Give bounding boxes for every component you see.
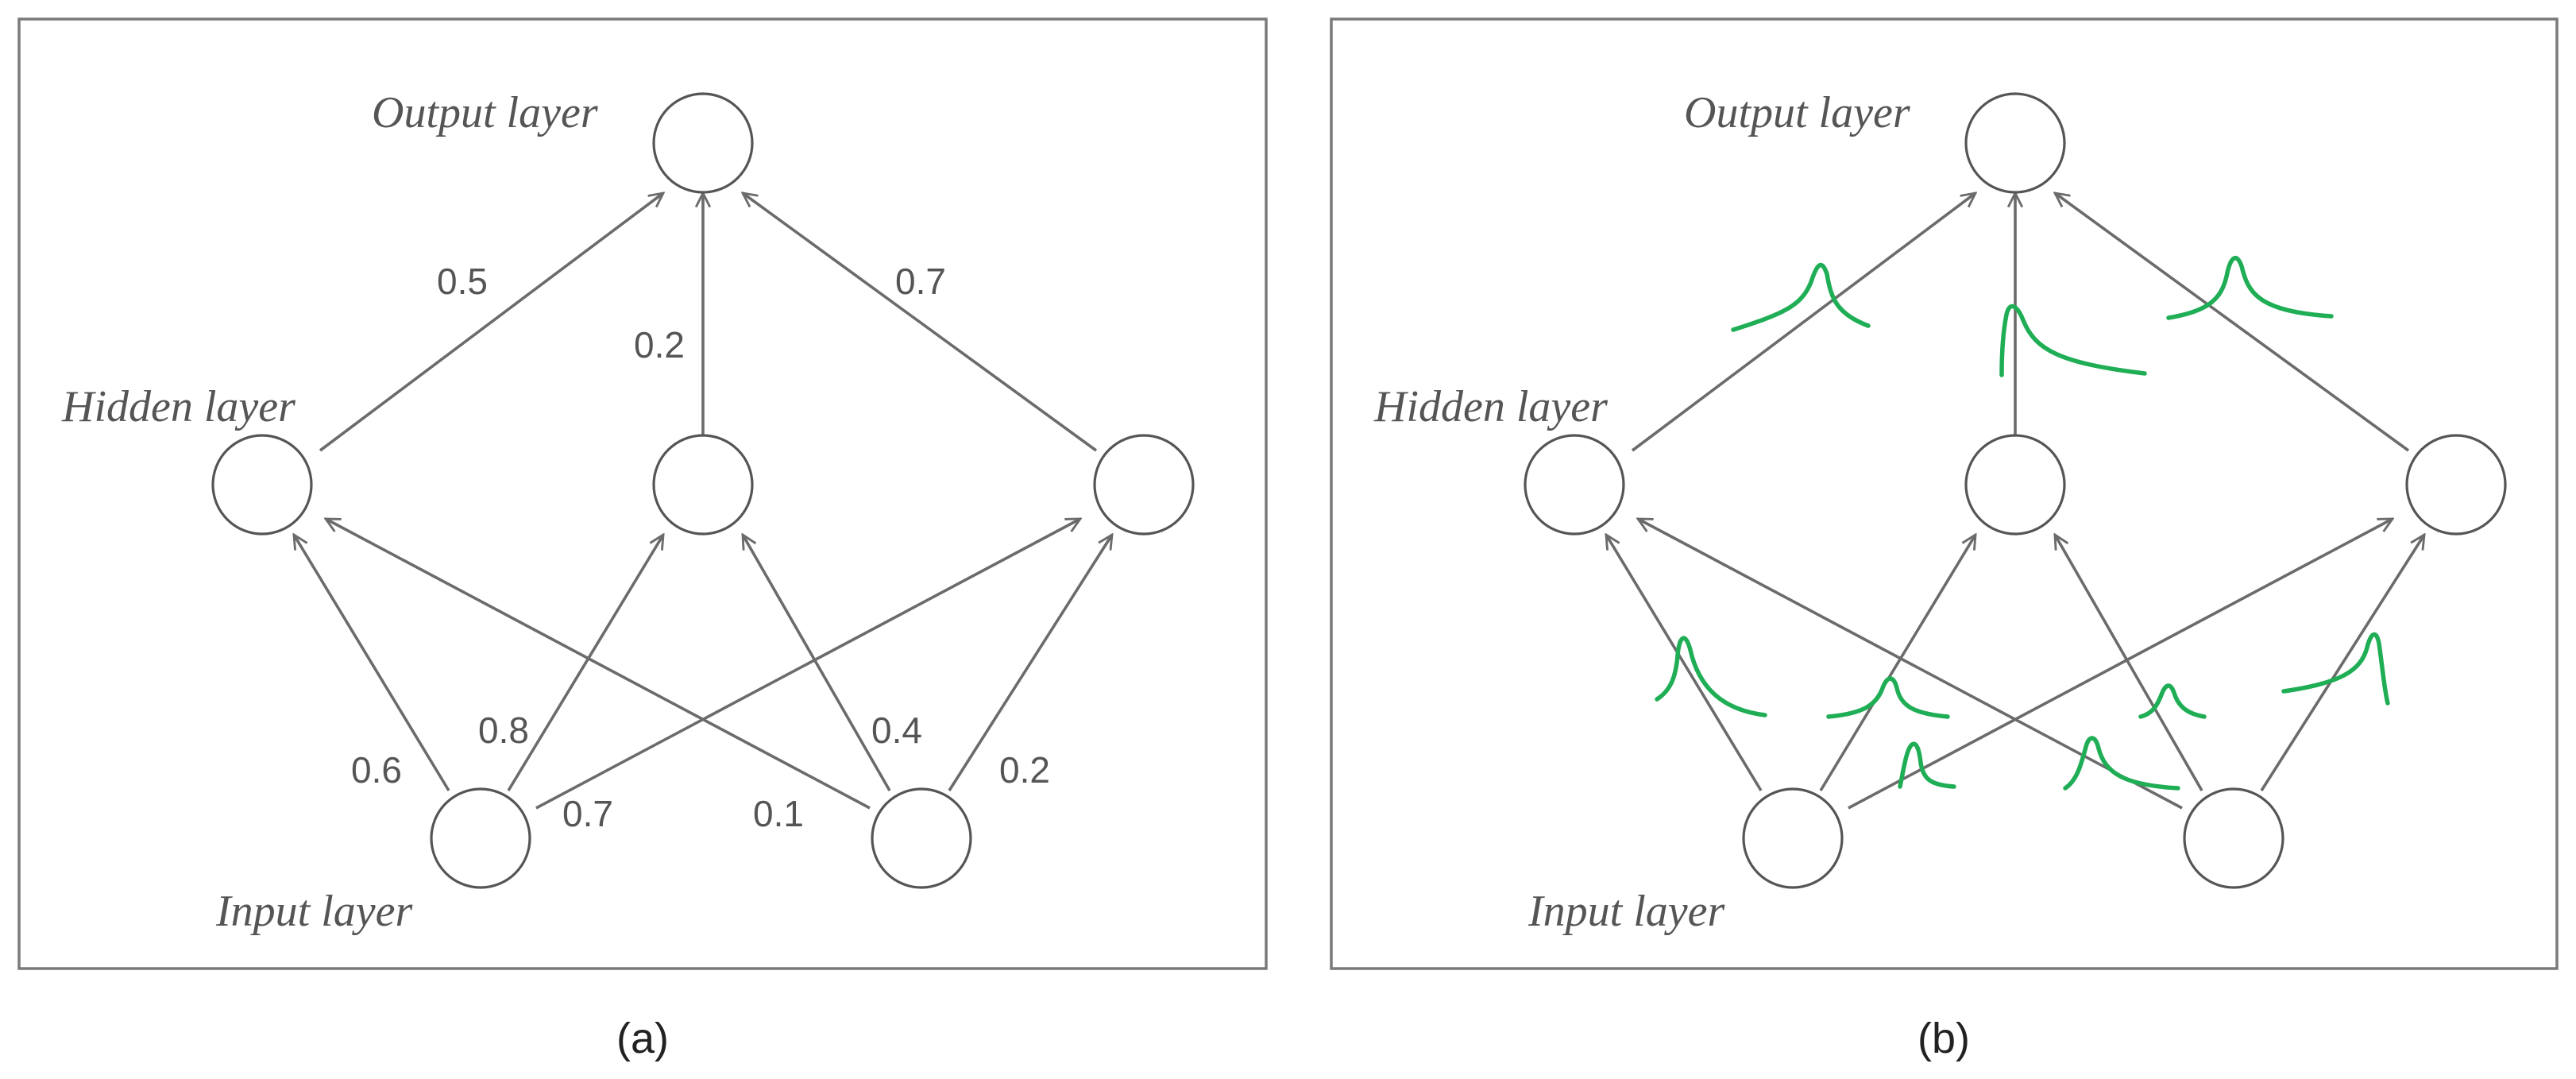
edge-i1-h1 (294, 535, 450, 791)
input-node-2 (871, 787, 972, 889)
hidden-node-2 (652, 434, 754, 536)
input-node-1 (430, 787, 531, 889)
panel-b-frame (1330, 17, 2559, 970)
panel-b-edges (1606, 193, 2424, 810)
weight-label: 0.5 (437, 261, 488, 302)
weight-distribution-curve (2166, 256, 2334, 320)
edge-i1-h2 (1819, 535, 1975, 791)
edge-i2-h3 (2260, 535, 2424, 791)
weight-label: 0.7 (562, 793, 613, 834)
weight-distribution-curve (1731, 262, 1871, 332)
weight-label: 0.7 (895, 261, 946, 302)
weight-label: 0.2 (999, 749, 1050, 791)
weight-label: 0.6 (351, 749, 402, 791)
panel-a-frame (17, 17, 1268, 970)
edge-i1-h2 (507, 535, 663, 791)
edge-i2-h1 (1638, 517, 2183, 810)
weight-label: 0.8 (478, 710, 529, 751)
edge-i2-h1 (326, 517, 871, 810)
edge-i1-h3 (535, 517, 1080, 810)
weight-distribution-curve (2063, 736, 2180, 791)
edge-i2-h3 (948, 535, 1112, 791)
input-node-2 (2183, 787, 2284, 889)
input-layer-label: Input layer (215, 887, 412, 936)
edge-h1-out (1631, 193, 1975, 452)
panel-a-caption: (a) (616, 1015, 669, 1062)
panel-b-nodes (1524, 92, 2507, 889)
edge-i2-h2 (743, 535, 891, 791)
weight-distribution-curve (2281, 632, 2390, 706)
weight-distribution-curve (1898, 741, 1956, 789)
hidden-node-2 (1964, 434, 2066, 536)
panel-a-weights: 0.5 0.2 0.7 0.6 0.8 0.7 0.1 0.4 0.2 (351, 261, 1050, 834)
weight-distribution-curve (2138, 683, 2207, 719)
output-layer-label: Output layer (1684, 88, 1910, 137)
panel-b: Output layer Hidden layer Input layer (1330, 17, 2559, 970)
weight-label: 0.1 (753, 793, 804, 834)
weight-label: 0.4 (871, 710, 922, 751)
panel-a-nodes (211, 92, 1195, 889)
hidden-node-1 (1524, 434, 1625, 536)
edge-h1-out (319, 193, 663, 452)
weight-distribution-curve (1826, 676, 1950, 719)
edge-i2-h2 (2055, 535, 2203, 791)
edge-h3-out (2055, 193, 2410, 452)
hidden-layer-label: Hidden layer (61, 382, 295, 431)
edge-i1-h3 (1848, 517, 2393, 810)
panel-a-edges (294, 193, 1112, 810)
weight-distribution-curve (1655, 636, 1767, 717)
hidden-node-3 (1093, 434, 1195, 536)
output-layer-label: Output layer (372, 88, 598, 137)
weight-distribution-curve (1999, 304, 2147, 377)
hidden-node-3 (2405, 434, 2507, 536)
output-node (652, 92, 754, 194)
panel-b-caption: (b) (1918, 1015, 1970, 1062)
weight-label: 0.2 (634, 324, 685, 365)
hidden-layer-label: Hidden layer (1373, 382, 1608, 431)
panel-b-weight-distributions (1655, 256, 2390, 791)
input-layer-label: Input layer (1527, 887, 1724, 936)
edge-h3-out (743, 193, 1098, 452)
output-node (1964, 92, 2066, 194)
hidden-node-1 (211, 434, 313, 536)
input-node-1 (1742, 787, 1844, 889)
edge-i1-h1 (1606, 535, 1763, 791)
panel-a: Output layer Hidden layer Input layer 0.… (17, 17, 1268, 970)
